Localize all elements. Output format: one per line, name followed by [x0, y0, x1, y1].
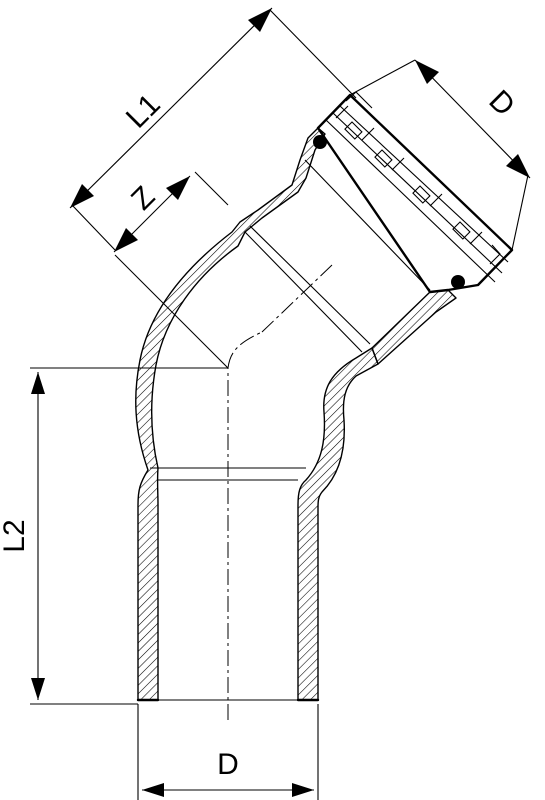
dimension-l2 — [31, 372, 45, 700]
left-wall — [135, 127, 326, 701]
label-l2: L2 — [0, 519, 31, 552]
pipe-outline — [136, 159, 431, 702]
dimension-d-bottom — [142, 783, 314, 797]
label-z: Z — [125, 180, 161, 216]
dimension-l1 — [69, 7, 273, 209]
o-ring-bottom — [451, 275, 465, 289]
label-d-bottom: D — [217, 748, 239, 781]
dimension-d-top — [414, 59, 531, 179]
label-d-top: D — [482, 84, 521, 123]
right-wall — [297, 347, 379, 701]
socket-body — [316, 93, 514, 294]
centerlines — [227, 264, 333, 720]
grip-ring — [335, 105, 483, 245]
o-ring-top — [313, 135, 327, 149]
dimension-z — [113, 175, 191, 253]
socket-wall — [371, 289, 457, 365]
label-l1: L1 — [120, 88, 167, 135]
pipe-wall — [135, 127, 457, 701]
press-socket — [313, 91, 514, 294]
extension-lines — [30, 9, 529, 800]
